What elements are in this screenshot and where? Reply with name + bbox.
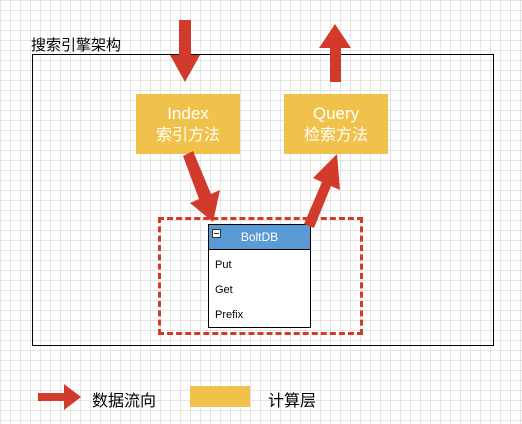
query-sublabel: 检索方法	[303, 125, 368, 144]
arrow-index-to-boltdb-icon	[183, 151, 220, 222]
query-compute-box: Query 检索方法	[284, 94, 388, 154]
legend-compute-label: 计算层	[268, 391, 317, 410]
query-label: Query	[312, 104, 360, 123]
legend-arrow-icon	[38, 384, 81, 410]
boltdb-title: BoltDB	[240, 230, 279, 244]
arrow-into-index-icon	[170, 20, 200, 82]
method-get: Get	[215, 284, 233, 296]
index-label: Index	[167, 104, 209, 123]
index-sublabel: 索引方法	[155, 125, 220, 144]
boltdb-panel: BoltDB Put Get Prefix	[208, 224, 311, 328]
method-prefix: Prefix	[215, 309, 244, 321]
legend-compute-swatch	[190, 386, 250, 407]
legend-data-flow-label: 数据流向	[92, 391, 157, 410]
storage-dashed-region	[158, 217, 363, 335]
method-put: Put	[215, 259, 232, 271]
arrow-out-of-query-icon	[319, 24, 351, 82]
boltdb-header: BoltDB	[209, 225, 310, 250]
architecture-frame	[32, 54, 494, 346]
frame-title: 搜索引擎架构	[31, 36, 122, 54]
arrow-boltdb-to-query-icon	[304, 154, 340, 228]
collapse-icon[interactable]	[212, 229, 221, 238]
index-compute-box: Index 索引方法	[136, 94, 240, 154]
